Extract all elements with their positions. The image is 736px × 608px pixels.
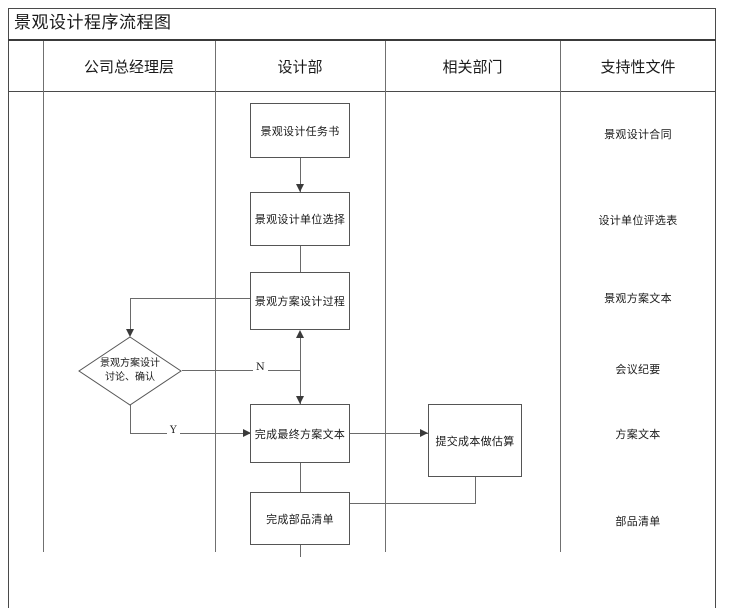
lane-divider-3 <box>385 41 386 552</box>
title-row: 景观设计程序流程图 <box>8 8 716 41</box>
node-cost-estimate[interactable]: 提交成本做估算 <box>428 404 522 477</box>
edge-task-to-unit <box>300 158 301 192</box>
node-scheme-review[interactable]: 景观方案设计 讨论、确认 <box>78 336 182 406</box>
table-frame <box>8 8 716 608</box>
edge-unit-to-process <box>300 246 301 280</box>
edge-review-yes-v <box>130 405 131 434</box>
edge-cost-return-h <box>300 503 476 504</box>
arrowhead-final-to-cost <box>420 429 428 437</box>
document-item-unit-evaluation: 设计单位评选表 <box>598 214 678 227</box>
document-item-contract: 景观设计合同 <box>604 128 672 141</box>
lane-divider-2 <box>215 41 216 552</box>
document-item-scheme-text: 景观方案文本 <box>604 292 672 305</box>
document-item-meeting-minutes: 会议纪要 <box>615 363 661 376</box>
lane-header-related: 相关部门 <box>442 58 503 76</box>
lane-divider-1 <box>43 41 44 552</box>
node-parts-list[interactable]: 完成部品清单 <box>250 492 350 545</box>
arrowhead-task-to-unit <box>296 184 304 192</box>
arrowhead-no-to-process <box>296 330 304 338</box>
edge-final-to-cost <box>350 433 428 434</box>
lane-divider-4 <box>560 41 561 552</box>
lane-header-design: 设计部 <box>277 58 323 76</box>
edge-cost-return-v <box>475 477 476 504</box>
edge-process-to-review-h <box>130 298 251 299</box>
lane-header-documents: 支持性文件 <box>600 58 676 76</box>
edge-review-no-v <box>300 334 301 420</box>
document-item-plan-text: 方案文本 <box>615 428 661 441</box>
flowchart-page: 景观设计程序流程图 公司总经理层 设计部 相关部门 支持性文件 N Y 景观设计… <box>8 8 716 608</box>
page-title: 景观设计程序流程图 <box>14 13 172 33</box>
node-unit-selection[interactable]: 景观设计单位选择 <box>250 192 350 246</box>
edge-parts-continues <box>300 545 301 557</box>
edge-review-yes-h <box>130 433 250 434</box>
node-final-text[interactable]: 完成最终方案文本 <box>250 404 350 463</box>
edge-process-to-review-v <box>130 298 131 330</box>
arrowhead-into-review <box>126 329 134 337</box>
edge-label-yes: Y <box>167 425 180 436</box>
edge-final-to-parts <box>300 463 301 507</box>
arrowhead-no-down <box>296 396 304 404</box>
edge-review-no-h <box>182 370 301 371</box>
lane-header-management: 公司总经理层 <box>83 58 174 76</box>
document-item-parts-list: 部品清单 <box>615 515 661 528</box>
node-scheme-process[interactable]: 景观方案设计过程 <box>250 272 350 330</box>
lane-header-row: 公司总经理层 设计部 相关部门 支持性文件 <box>8 41 716 92</box>
edge-label-no: N <box>253 362 268 373</box>
node-task-brief[interactable]: 景观设计任务书 <box>250 103 350 158</box>
arrowhead-yes-to-final <box>243 429 251 437</box>
